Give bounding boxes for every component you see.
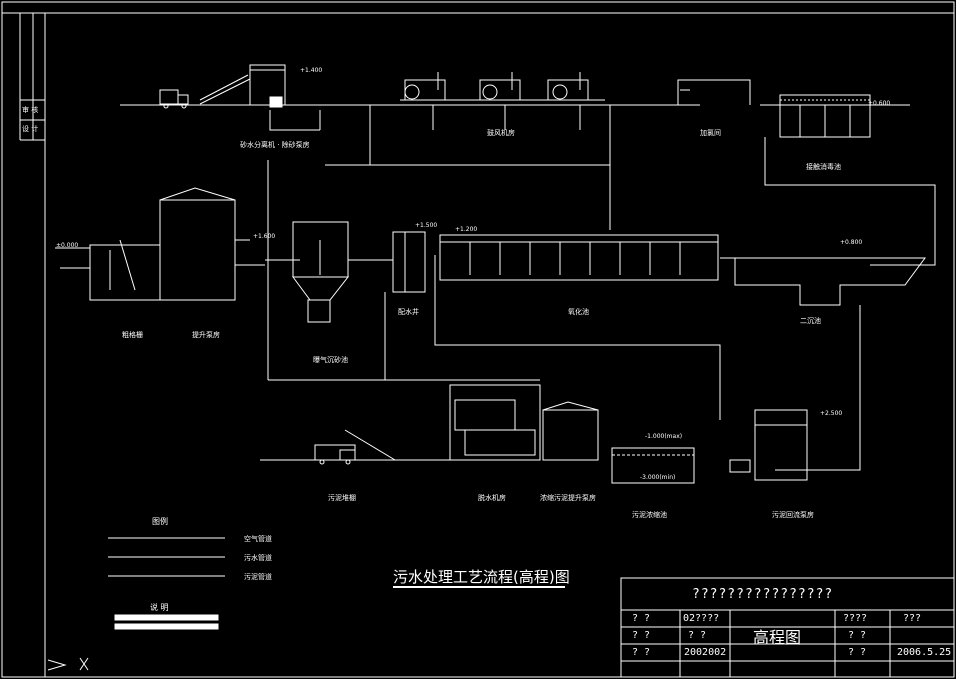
tb-r2c1: ? ? (632, 630, 651, 641)
level-l2: +1.400 (300, 67, 323, 74)
legend-heading: 图例 (152, 517, 168, 526)
level-l4: +0.800 (840, 239, 863, 246)
blower-1-icon (404, 72, 446, 101)
grit-chamber-label: 曝气沉砂池 (313, 356, 348, 364)
level-l9: -1.000(max) (645, 433, 683, 440)
legend-air: 空气管道 (244, 535, 272, 543)
lift-pump-house (159, 199, 236, 301)
notes-heading: 说 明 (150, 603, 169, 612)
clarifier-icon (734, 257, 926, 306)
level-l6: +1.500 (415, 222, 438, 229)
tb-r1c4: ???? (843, 613, 868, 624)
tb-r3c2: 2002002 (684, 647, 727, 658)
level-inlet: ±0.000 (56, 242, 79, 249)
tb-r2c4: ? ? (848, 630, 867, 641)
dewatering-room-label: 脱水机房 (478, 494, 506, 502)
level-l3: +1.200 (455, 226, 478, 233)
blower-room-label: 鼓风机房 (487, 129, 515, 137)
return-sludge-pump-label: 污泥回流泵房 (772, 511, 814, 519)
chlorination-room-label: 加氯间 (700, 129, 721, 137)
legend-sewage: 污水管道 (244, 554, 272, 562)
title-block-header: ???????????????? (692, 587, 834, 602)
tb-date: 2006.5.25 (897, 647, 952, 658)
level-l5: +2.500 (820, 410, 843, 417)
distribution-well-icon (392, 231, 426, 293)
legend-sludge: 污泥管道 (244, 573, 272, 581)
pump-house-roof (159, 187, 236, 201)
clarifier-label: 二沉池 (800, 317, 821, 325)
chlorination-house-icon (677, 79, 751, 105)
contact-tank-label: 接触消毒池 (806, 163, 841, 171)
sludge-thickener-label: 污泥浓缩池 (632, 511, 667, 519)
coarse-screen-label: 粗格栅 (122, 331, 143, 339)
distribution-well-label: 配水井 (398, 308, 419, 316)
tb-r1c5: ??? (903, 613, 922, 624)
level-l1: +1.600 (253, 233, 276, 240)
sludge-shed-label: 污泥堆棚 (328, 494, 356, 502)
level-l8: +0.600 (868, 100, 891, 107)
thickener-pump-house (542, 409, 599, 461)
grit-separator-label: 砂水分离机 · 除砂泵房 (240, 141, 310, 149)
level-l7: -3.000(min) (640, 474, 676, 481)
inner-border (44, 12, 955, 678)
sludge-thickener-icon (611, 447, 695, 484)
truck-top-icon (159, 89, 189, 109)
side-strip-design: 设 计 (22, 125, 39, 133)
oxidation-ditch-label: 氧化池 (568, 308, 589, 316)
tb-r3c4: ? ? (848, 647, 867, 658)
tb-r1c2: 02???? (683, 613, 720, 624)
tb-r2c2: ? ? (688, 630, 707, 641)
dewatering-room-icon (449, 384, 541, 461)
side-strip-review: 审 核 (22, 106, 39, 114)
oxidation-ditch-icon (439, 234, 719, 281)
tb-r1c1: ? ? (632, 613, 651, 624)
blower-2-icon (479, 72, 521, 101)
tb-r3c1: ? ? (632, 647, 651, 658)
return-sludge-pump-icon (754, 409, 808, 481)
drawing-title: 污水处理工艺流程(高程)图 (393, 568, 570, 586)
lift-pump-label: 提升泵房 (192, 331, 220, 339)
truck-bottom-icon (314, 444, 356, 465)
tb-center-title: 高程图 (753, 628, 802, 647)
thickener-pump-label: 浓缩污泥提升泵房 (540, 494, 596, 502)
blower-3-icon (547, 72, 589, 101)
